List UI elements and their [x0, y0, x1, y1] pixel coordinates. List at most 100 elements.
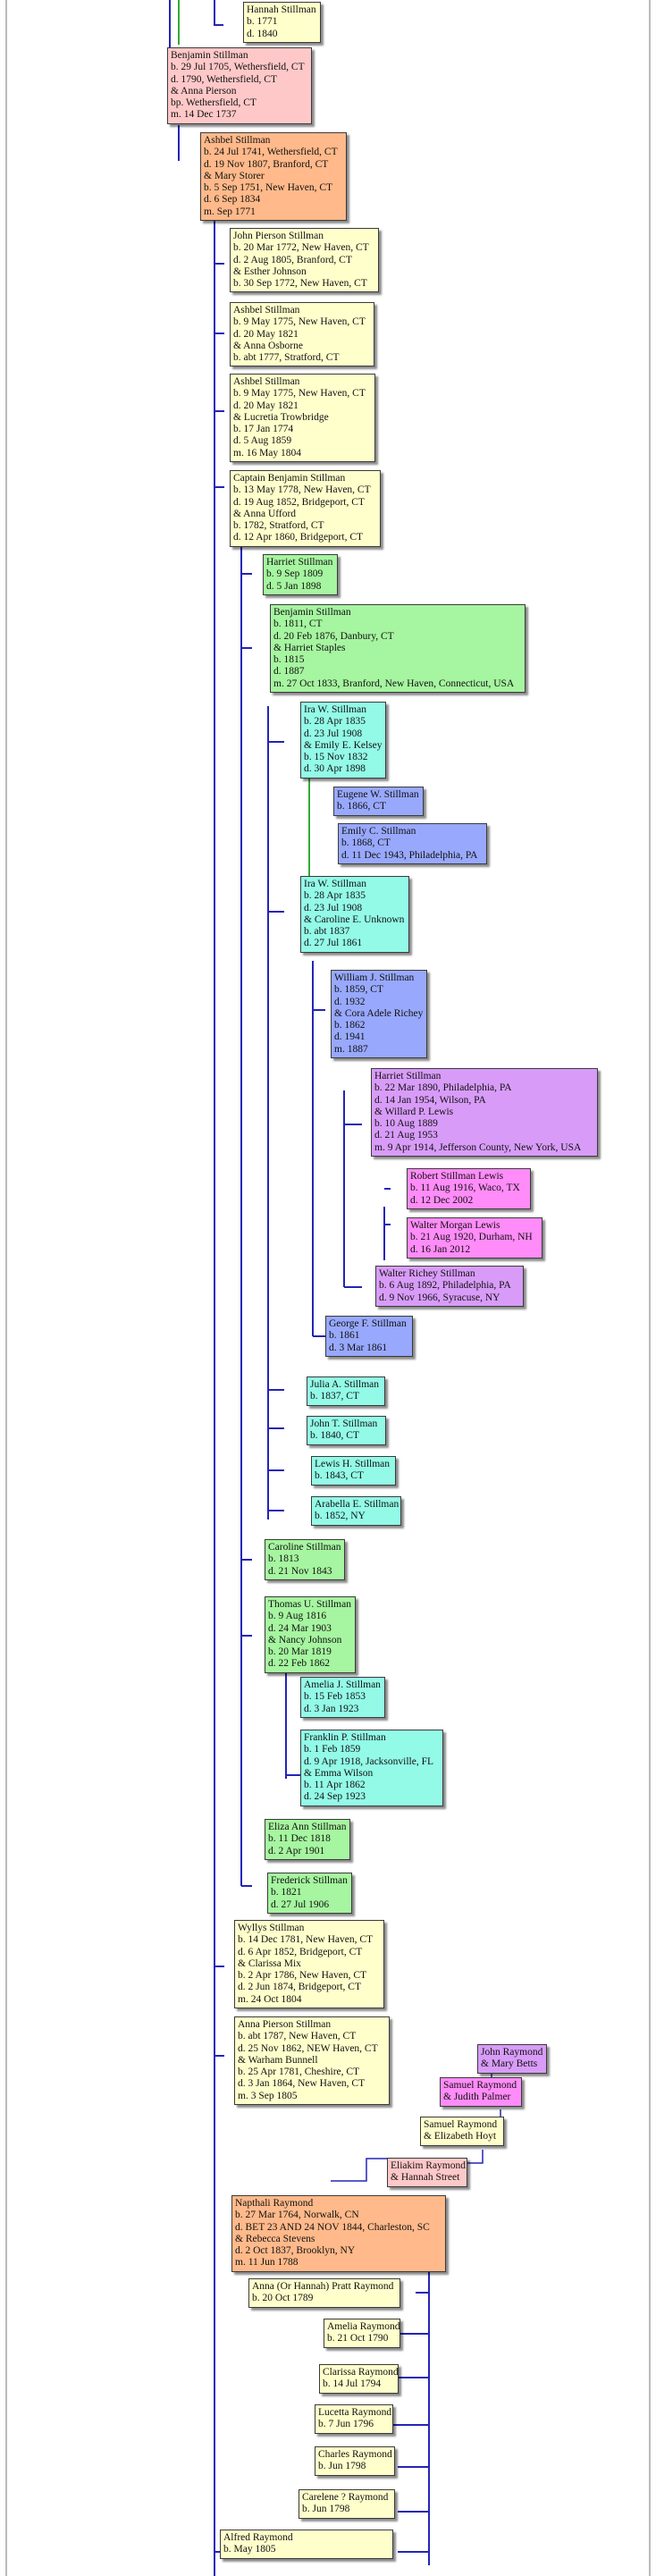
person-eliza-ann-stillman[interactable]: Eliza Ann Stillman b. 11 Dec 1818 d. 2 A… [265, 1819, 350, 1860]
detail: b. 1840, CT [310, 1430, 359, 1442]
person-walter-richey-stillman[interactable]: Walter Richey Stillman b. 6 Aug 1892, Ph… [375, 1266, 524, 1307]
detail: b. 20 Mar 1772, New Haven, CT [233, 242, 369, 254]
detail: d. 19 Aug 1852, Bridgeport, CT [233, 496, 365, 508]
detail: b. 11 Dec 1818 [268, 1833, 331, 1845]
detail: m. 27 Oct 1833, Branford, New Haven, Con… [273, 678, 515, 689]
person-charles-raymond[interactable]: Charles Raymond b. Jun 1798 [315, 2446, 395, 2476]
name: Eliakim Raymond [391, 2160, 467, 2171]
detail: b. 24 Jul 1741, Wethersfield, CT [204, 147, 338, 158]
detail: b. 1815 [273, 654, 305, 666]
person-william-j-stillman[interactable]: William J. Stillman b. 1859, CT d. 1932 … [331, 970, 427, 1059]
person-john-pierson-stillman[interactable]: John Pierson Stillman b. 20 Mar 1772, Ne… [230, 228, 379, 293]
name: Lewis H. Stillman [315, 1459, 391, 1469]
person-robert-stillman-lewis[interactable]: Robert Stillman Lewis b. 11 Aug 1916, Wa… [407, 1168, 531, 1209]
person-caroline-stillman[interactable]: Caroline Stillman b. 1813 d. 21 Nov 1843 [265, 1539, 345, 1580]
detail: b. abt 1777, Stratford, CT [233, 352, 340, 364]
detail: b. 9 May 1775, New Haven, CT [233, 388, 366, 400]
person-alfred-raymond[interactable]: Alfred Raymond b. May 1805 [220, 2530, 393, 2559]
detail: m. 16 May 1804 [233, 447, 302, 459]
person-samuel-raymond-hoyt[interactable]: Samuel Raymond & Elizabeth Hoyt [420, 2117, 504, 2146]
person-benjamin-stillman-1705[interactable]: Benjamin Stillman b. 29 Jul 1705, Wether… [167, 47, 312, 124]
name: Charles Raymond [318, 2449, 392, 2460]
person-frederick-stillman[interactable]: Frederick Stillman b. 1821 d. 27 Jul 190… [267, 1873, 352, 1914]
detail: b. abt 1837 [304, 926, 350, 938]
detail: b. 21 Aug 1920, Durham, NH [410, 1232, 533, 1243]
person-john-t-stillman[interactable]: John T. Stillman b. 1840, CT [307, 1416, 386, 1445]
detail: b. 1866, CT [337, 801, 386, 812]
person-franklin-p-stillman[interactable]: Franklin P. Stillman b. 1 Feb 1859 d. 9 … [300, 1730, 443, 1806]
person-walter-morgan-lewis[interactable]: Walter Morgan Lewis b. 21 Aug 1920, Durh… [407, 1217, 542, 1259]
detail: d. 9 Nov 1966, Syracuse, NY [379, 1292, 500, 1303]
person-ira-w-stillman-unknown[interactable]: Ira W. Stillman b. 28 Apr 1835 d. 23 Jul… [300, 876, 409, 953]
name: Hannah Stillman [247, 4, 316, 15]
name: George F. Stillman [329, 1318, 407, 1329]
person-captain-benjamin-stillman[interactable]: Captain Benjamin Stillman b. 13 May 1778… [230, 470, 381, 547]
person-ashbel-stillman-1775-b[interactable]: Ashbel Stillman b. 9 May 1775, New Haven… [230, 374, 375, 463]
person-wyllys-stillman[interactable]: Wyllys Stillman b. 14 Dec 1781, New Have… [234, 1920, 384, 2009]
detail: m. 24 Oct 1804 [238, 1993, 302, 2005]
name: Clarissa Raymond [323, 2367, 399, 2378]
name: Julia A. Stillman [310, 1379, 379, 1390]
detail: b. 1862 [334, 1020, 366, 1031]
detail: d. 12 Apr 1860, Bridgeport, CT [233, 532, 364, 543]
detail: & Anna Osborne [233, 340, 303, 351]
detail: b. 1813 [268, 1553, 299, 1565]
name: Anna Pierson Stillman [238, 2019, 332, 2030]
person-clarissa-raymond[interactable]: Clarissa Raymond b. 14 Jul 1794 [319, 2364, 399, 2394]
person-napthali-raymond[interactable]: Napthali Raymond b. 27 Mar 1764, Norwalk… [231, 2195, 446, 2272]
detail: b. abt 1787, New Haven, CT [238, 2031, 357, 2042]
person-emily-c-stillman[interactable]: Emily C. Stillman b. 1868, CT d. 11 Dec … [338, 823, 487, 864]
name: Eugene W. Stillman [337, 789, 419, 800]
person-harriet-stillman-1890[interactable]: Harriet Stillman b. 22 Mar 1890, Philade… [371, 1068, 598, 1158]
detail: bp. Wethersfield, CT [171, 97, 257, 109]
person-benjamin-stillman-1811[interactable]: Benjamin Stillman b. 1811, CT d. 20 Feb … [270, 604, 526, 694]
person-hannah-stillman[interactable]: Hannah Stillman b. 1771 d. 1840 [243, 2, 321, 43]
person-anna-pratt-raymond[interactable]: Anna (Or Hannah) Pratt Raymond b. 20 Oct… [248, 2278, 400, 2308]
detail: m. 9 Apr 1914, Jefferson County, New Yor… [374, 1141, 582, 1153]
person-ashbel-stillman-1741[interactable]: Ashbel Stillman b. 24 Jul 1741, Wethersf… [200, 132, 347, 222]
left-frame-border [5, 0, 7, 2576]
detail: b. 11 Apr 1862 [304, 1780, 366, 1791]
name: Lucetta Raymond [318, 2407, 392, 2418]
detail: b. 1771 [247, 16, 278, 28]
person-george-f-stillman[interactable]: George F. Stillman b. 1861 d. 3 Mar 1861 [325, 1316, 413, 1357]
person-john-raymond[interactable]: John Raymond & Mary Betts [477, 2044, 547, 2074]
person-ashbel-stillman-1775-a[interactable]: Ashbel Stillman b. 9 May 1775, New Haven… [230, 302, 374, 367]
person-lucetta-raymond[interactable]: Lucetta Raymond b. 7 Jun 1796 [315, 2404, 393, 2434]
person-ira-w-stillman-kelsey[interactable]: Ira W. Stillman b. 28 Apr 1835 d. 23 Jul… [300, 702, 386, 779]
name: Alfred Raymond [223, 2532, 293, 2543]
name: Robert Stillman Lewis [410, 1171, 504, 1182]
detail: b. 28 Apr 1835 [304, 890, 366, 902]
detail: b. 5 Sep 1751, New Haven, CT [204, 182, 333, 194]
person-amelia-raymond[interactable]: Amelia Raymond b. 21 Oct 1790 [324, 2319, 400, 2348]
detail: d. 6 Sep 1834 [204, 194, 261, 206]
detail: d. 21 Aug 1953 [374, 1130, 438, 1141]
person-arabella-e-stillman[interactable]: Arabella E. Stillman b. 1852, NY [311, 1496, 401, 1526]
detail: b. 11 Aug 1916, Waco, TX [410, 1183, 520, 1194]
person-thomas-u-stillman[interactable]: Thomas U. Stillman b. 9 Aug 1816 d. 24 M… [265, 1596, 356, 1673]
detail: b. 9 Sep 1809 [266, 568, 324, 580]
name: John Pierson Stillman [233, 231, 324, 241]
detail: m. Sep 1771 [204, 206, 256, 217]
person-eliakim-raymond[interactable]: Eliakim Raymond & Hannah Street [387, 2158, 467, 2187]
person-anna-pierson-stillman[interactable]: Anna Pierson Stillman b. abt 1787, New H… [234, 2016, 390, 2106]
detail: b. Jun 1798 [318, 2461, 366, 2472]
name: Walter Morgan Lewis [410, 1220, 500, 1231]
detail: & Judith Palmer [443, 2092, 511, 2103]
detail: b. 1 Feb 1859 [304, 1744, 361, 1755]
person-carelene-raymond[interactable]: Carelene ? Raymond b. Jun 1798 [299, 2489, 395, 2519]
person-amelia-j-stillman[interactable]: Amelia J. Stillman b. 15 Feb 1853 d. 3 J… [300, 1677, 385, 1718]
person-eugene-w-stillman[interactable]: Eugene W. Stillman b. 1866, CT [333, 787, 424, 816]
detail: d. 27 Jul 1906 [271, 1898, 330, 1910]
person-harriet-stillman-1809[interactable]: Harriet Stillman b. 9 Sep 1809 d. 5 Jan … [263, 554, 338, 595]
name: Anna (Or Hannah) Pratt Raymond [252, 2281, 394, 2292]
person-lewis-h-stillman[interactable]: Lewis H. Stillman b. 1843, CT [311, 1456, 396, 1486]
detail: & Esther Johnson [233, 265, 307, 277]
person-samuel-raymond-palmer[interactable]: Samuel Raymond & Judith Palmer [440, 2077, 522, 2107]
person-julia-a-stillman[interactable]: Julia A. Stillman b. 1837, CT [307, 1376, 385, 1406]
detail: d. 23 Jul 1908 [304, 902, 363, 913]
detail: d. 3 Mar 1861 [329, 1342, 388, 1353]
detail: m. 14 Dec 1737 [171, 109, 237, 121]
detail: d. 2 Apr 1901 [268, 1845, 325, 1856]
